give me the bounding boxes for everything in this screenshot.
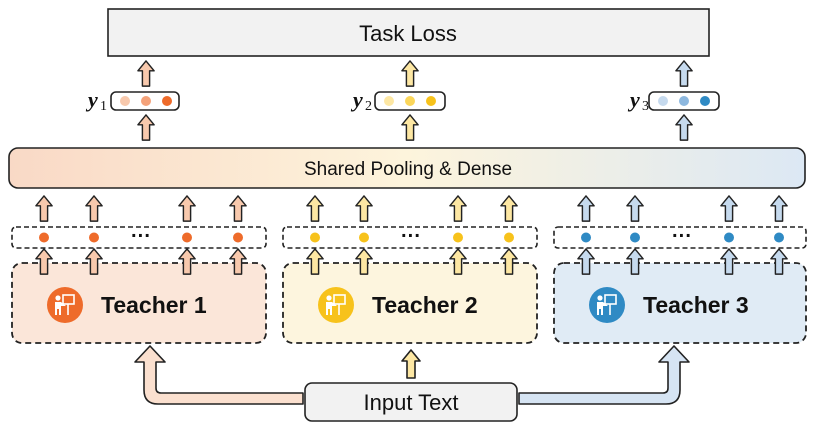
pool-arrow-up (500, 195, 518, 222)
token-dot (359, 232, 369, 243)
pool-arrow-up (229, 195, 247, 222)
pool-arrow-up (178, 195, 196, 222)
teacher-column-2: Teacher 2 ··· (282, 195, 538, 344)
token-embedding-row (11, 226, 267, 249)
teacher-label: Teacher 3 (643, 292, 749, 318)
token-dot (310, 232, 320, 243)
token-dot (774, 232, 784, 243)
teacher-label: Teacher 2 (372, 292, 478, 318)
pool-arrow-up (449, 195, 467, 222)
output-arrow-out (675, 60, 693, 87)
token-dot (581, 232, 591, 243)
token-dot (89, 232, 99, 243)
routing-arrow-teacher2 (401, 349, 421, 379)
output-symbol: y (85, 87, 98, 112)
output-arrow-in (401, 114, 419, 141)
pool-arrow-up (720, 195, 738, 222)
pool-arrow-up (577, 195, 595, 222)
ellipsis: ··· (672, 226, 692, 248)
teacher-presentation-icon (589, 287, 625, 323)
output-dot (658, 96, 668, 106)
token-dot (630, 232, 640, 243)
ellipsis: ··· (131, 226, 151, 248)
teacher-column-1: Teacher 1 ··· (11, 195, 267, 344)
teacher-presentation-icon (318, 287, 354, 323)
teacher-box (282, 262, 538, 344)
output-dot (120, 96, 130, 106)
pool-arrow-up (355, 195, 373, 222)
shared-pooling-dense-box: Shared Pooling & Dense (8, 147, 806, 189)
token-dot (39, 232, 49, 243)
pool-arrow-up (306, 195, 324, 222)
output-symbol: y (350, 87, 363, 112)
shared-pooling-dense-label: Shared Pooling & Dense (304, 159, 512, 180)
output-dot (679, 96, 689, 106)
teacher-box (553, 262, 807, 344)
input-text-label: Input Text (364, 390, 459, 415)
output-dot (384, 96, 394, 106)
token-embedding-row (282, 226, 538, 249)
token-embedding-row (553, 226, 807, 249)
output-dot (426, 96, 436, 106)
output-arrow-out (401, 60, 419, 87)
teacher-label: Teacher 1 (101, 292, 207, 318)
output-arrow-in (675, 114, 693, 141)
task-loss-box: Task Loss (107, 8, 710, 57)
token-dot (182, 232, 192, 243)
token-dot (453, 232, 463, 243)
ellipsis: ··· (401, 226, 421, 248)
input-text-box: Input Text (304, 382, 518, 422)
pool-arrow-up (35, 195, 53, 222)
output-arrow-out (137, 60, 155, 87)
task-loss-label: Task Loss (359, 21, 457, 46)
teacher-presentation-icon (47, 287, 83, 323)
token-dot (233, 232, 243, 243)
pool-arrow-up (770, 195, 788, 222)
pool-arrow-up (626, 195, 644, 222)
teacher-column-3: Teacher 3 ··· (553, 195, 807, 344)
output-symbol: y (627, 87, 640, 112)
output-subscript: 2 (365, 99, 372, 114)
pool-arrow-up (85, 195, 103, 222)
token-dot (724, 232, 734, 243)
output-dot (141, 96, 151, 106)
output-subscript: 3 (642, 99, 649, 114)
routing-arrow-teacher3 (518, 345, 690, 405)
teacher-modules: Teacher 1 ··· Teacher 2 ··· Teacher 3 ··· (11, 195, 807, 344)
output-arrow-in (137, 114, 155, 141)
routing-arrow-teacher1 (134, 345, 304, 405)
output-dot (405, 96, 415, 106)
output-dot (700, 96, 710, 106)
token-dot (504, 232, 514, 243)
output-dot (162, 96, 172, 106)
output-subscript: 1 (100, 99, 107, 114)
teacher-box (11, 262, 267, 344)
